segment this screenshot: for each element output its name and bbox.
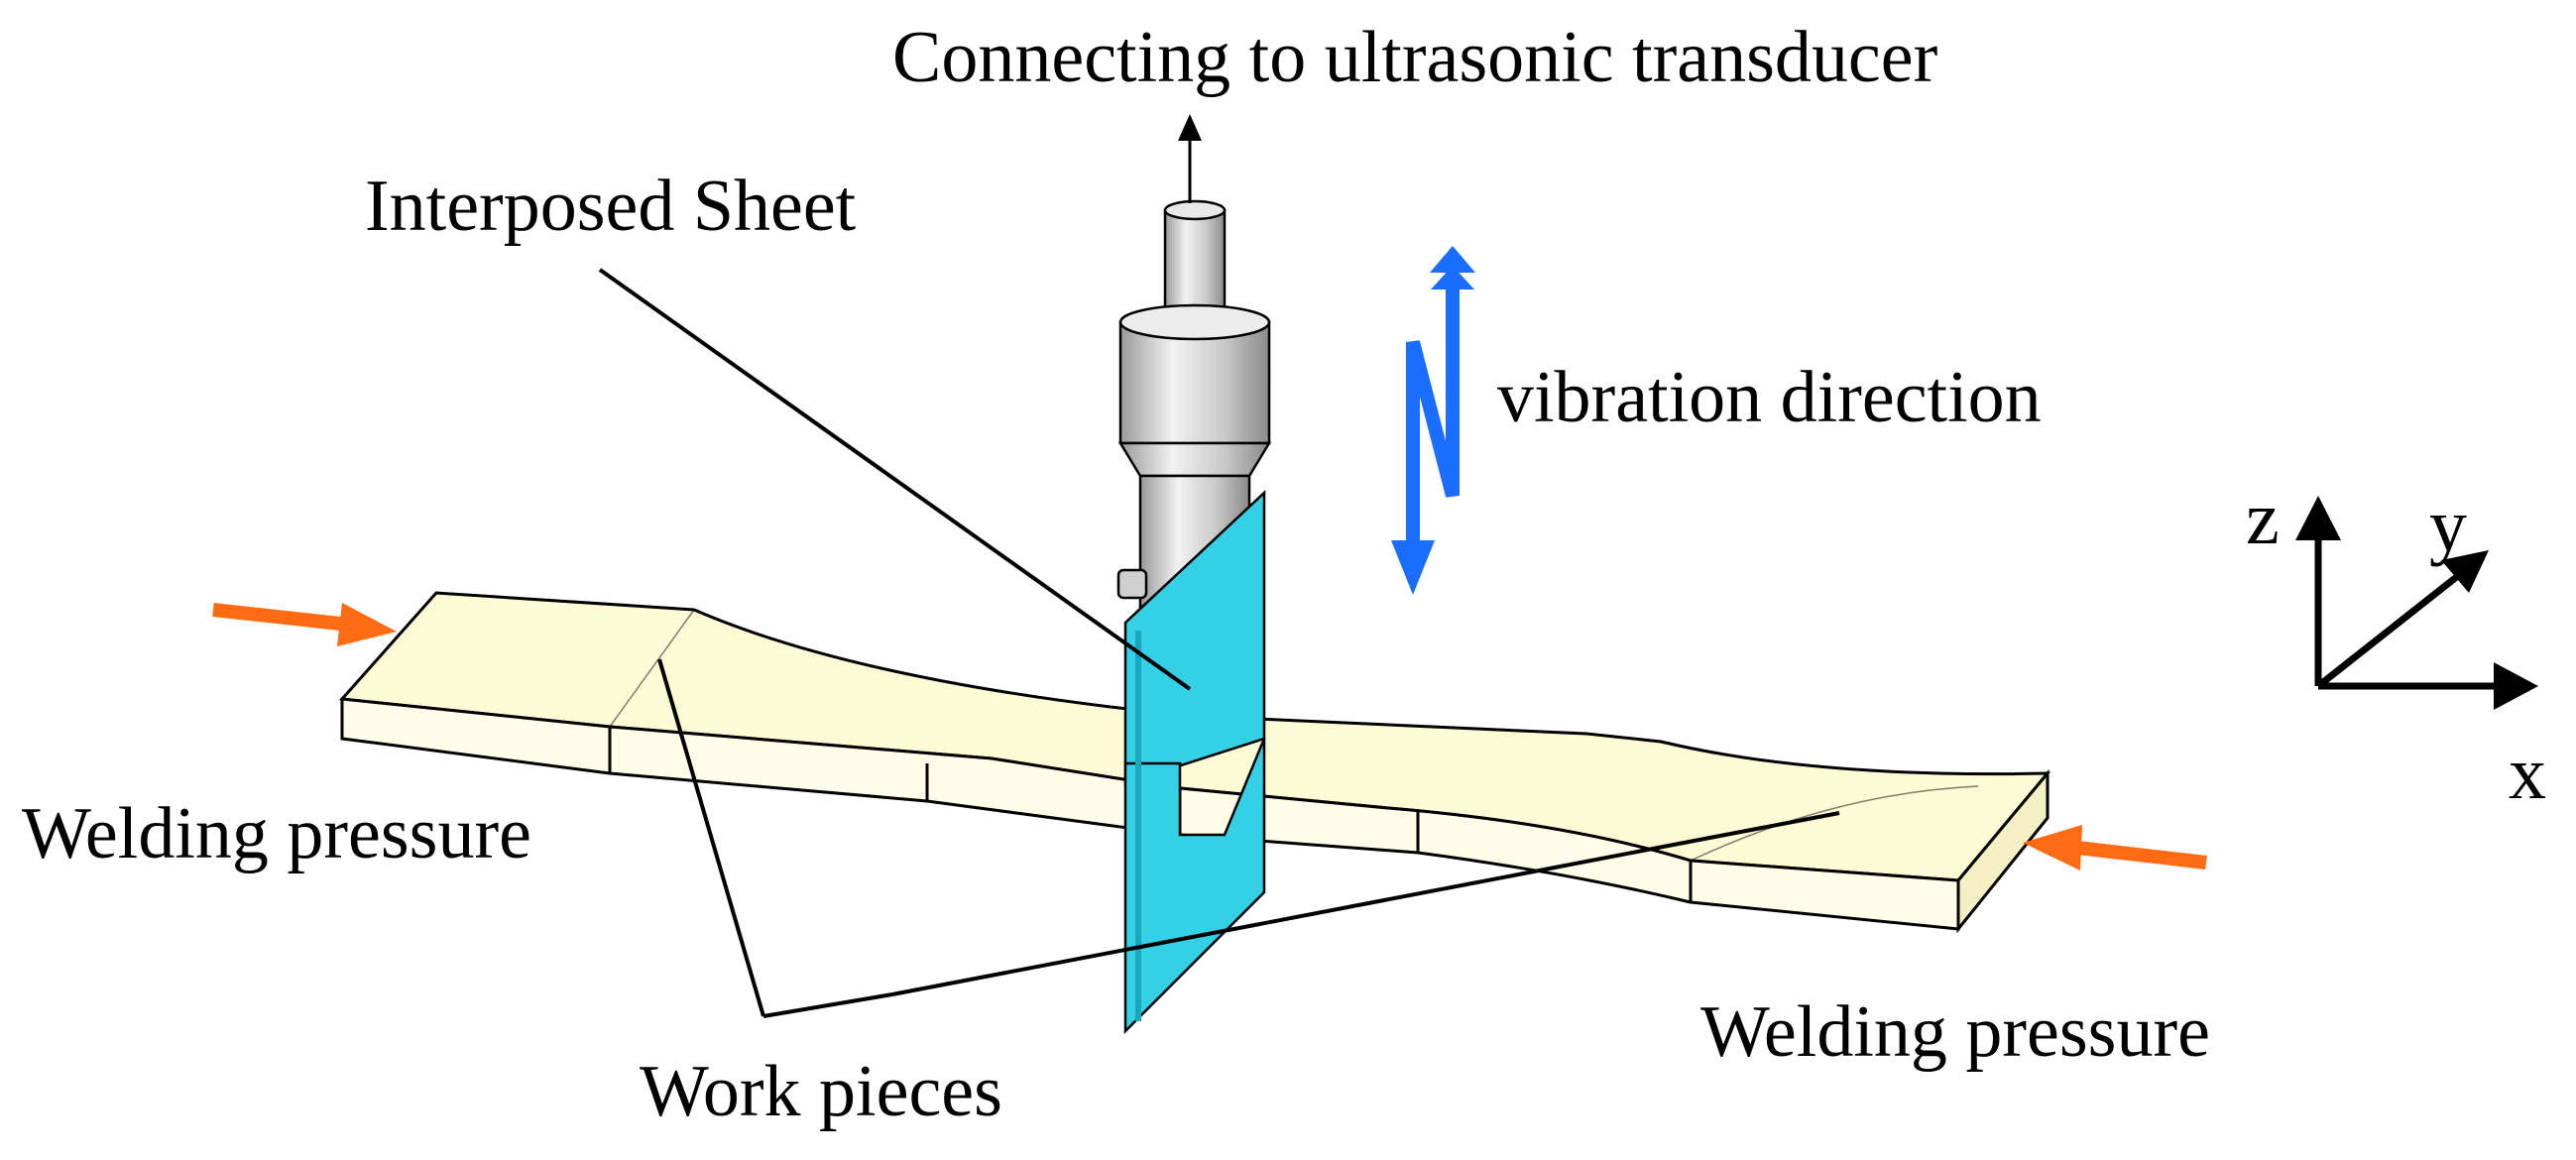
- interposed-sheet: [1123, 490, 1266, 1035]
- pressure-arrow-right-icon: [2023, 825, 2207, 870]
- label-welding-pressure-right: Welding pressure: [1700, 991, 2210, 1073]
- ultrasonic-horn: [1116, 199, 1272, 632]
- up-arrow-icon: [1178, 114, 1202, 203]
- label-welding-pressure-left: Welding pressure: [22, 793, 531, 874]
- label-vibration-direction: vibration direction: [1497, 357, 2042, 438]
- axis-label-z: z: [2246, 477, 2280, 560]
- axis-label-x: x: [2509, 732, 2546, 815]
- label-interposed-sheet: Interposed Sheet: [365, 166, 857, 247]
- xyz-axes-icon: z y x: [2246, 477, 2546, 815]
- work-piece-right-end: [1956, 768, 2049, 934]
- pressure-arrow-left-icon: [212, 603, 397, 646]
- label-work-pieces: Work pieces: [640, 1051, 1002, 1132]
- axis-label-y: y: [2429, 484, 2467, 567]
- leader-lines: [598, 268, 1840, 1018]
- label-transducer: Connecting to ultrasonic transducer: [892, 17, 1937, 98]
- zigzag-double-arrow-icon: [1391, 246, 1475, 595]
